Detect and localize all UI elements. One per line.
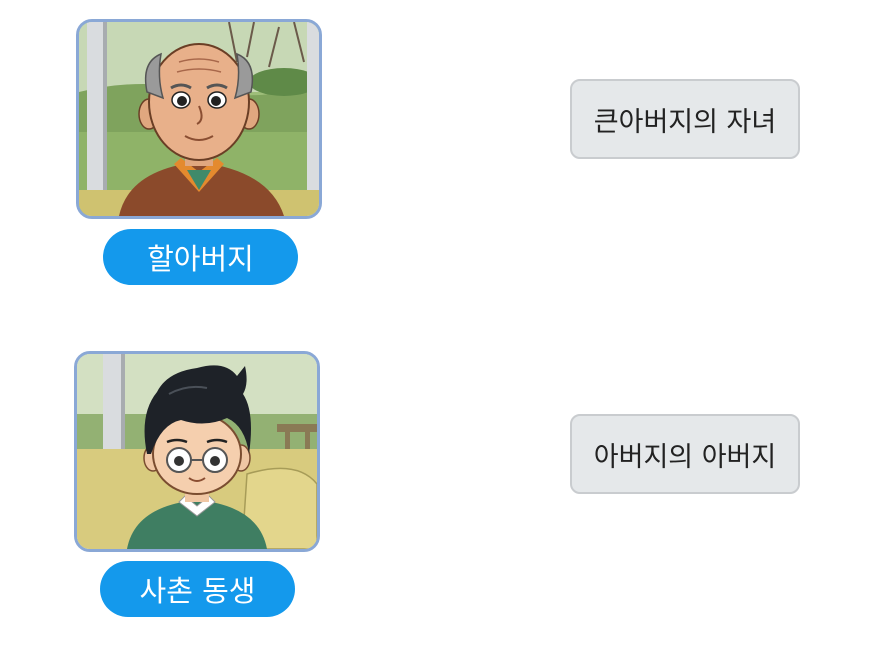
- cousin-illustration: [77, 354, 317, 549]
- cousin-label-button[interactable]: 사촌 동생: [100, 561, 295, 617]
- grandfather-label-button[interactable]: 할아버지: [103, 229, 298, 285]
- grandfather-illustration-card[interactable]: [76, 19, 322, 219]
- choice-button-father-father[interactable]: 아버지의 아버지: [570, 414, 800, 494]
- cousin-illustration-card[interactable]: [74, 351, 320, 552]
- grandfather-illustration: [79, 22, 319, 216]
- choice-button-uncle-child[interactable]: 큰아버지의 자녀: [570, 79, 800, 159]
